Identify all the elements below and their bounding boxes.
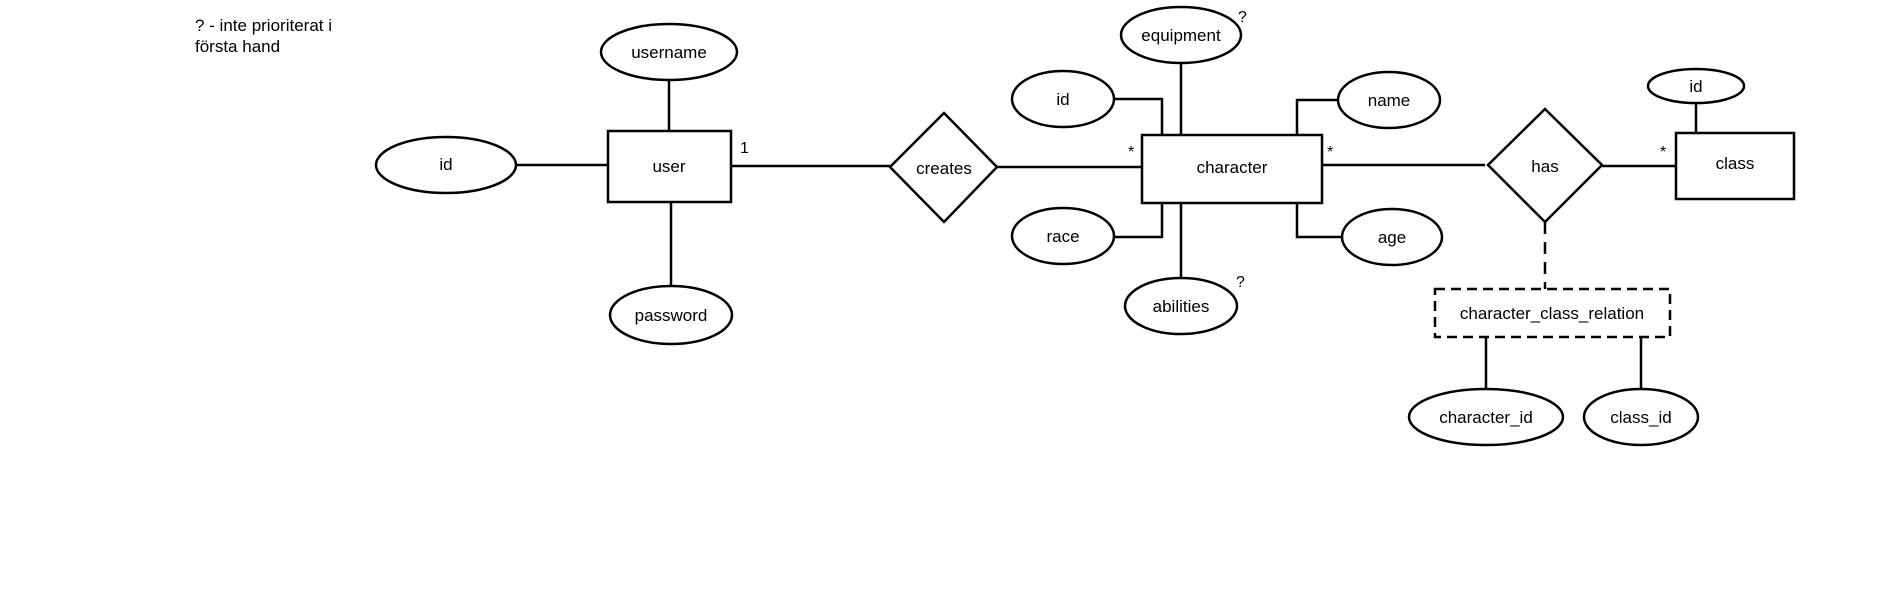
connector-character-race — [1114, 203, 1164, 239]
cardinality-creates-character: * — [1128, 144, 1134, 161]
legend-note: ? - inte prioriterat i första hand — [195, 15, 332, 57]
connector-character-id — [1114, 97, 1164, 135]
optional-mark-abilities: ? — [1236, 274, 1245, 291]
entity-character-class-relation-box — [1433, 287, 1672, 339]
attribute-class-id-ellipse — [1646, 67, 1746, 105]
attribute-character-age-label: age — [1378, 228, 1406, 247]
legend-note-line-1: ? - inte prioriterat i — [195, 16, 332, 35]
attribute-character-age[interactable]: age — [1340, 207, 1444, 267]
attribute-character-abilities-ellipse — [1123, 276, 1239, 336]
attribute-user-password-label: password — [635, 306, 708, 325]
attribute-user-id-ellipse — [374, 135, 518, 195]
connector-character-age — [1295, 203, 1342, 239]
attribute-character-equipment[interactable]: equipment — [1119, 5, 1243, 65]
connectors — [516, 58, 1698, 390]
entity-user-label: user — [652, 157, 685, 176]
attribute-relation-character-id-ellipse — [1407, 387, 1565, 447]
attribute-character-race[interactable]: race — [1010, 206, 1116, 266]
attribute-character-race-label: race — [1046, 227, 1079, 246]
attribute-relation-character-id[interactable]: character_id — [1407, 387, 1565, 447]
attribute-user-username-label: username — [631, 43, 707, 62]
attribute-relation-character-id-label: character_id — [1439, 408, 1533, 427]
attribute-class-id-label: id — [1689, 77, 1702, 96]
relationship-creates-label: creates — [916, 159, 972, 178]
entity-character-class-relation-label: character_class_relation — [1460, 304, 1644, 323]
attribute-relation-class-id-ellipse — [1582, 387, 1700, 447]
attribute-character-id-ellipse — [1010, 69, 1116, 129]
attribute-character-name-ellipse — [1336, 70, 1442, 130]
cardinality-has-class: * — [1660, 144, 1666, 161]
entity-character-box — [1140, 133, 1324, 205]
attribute-character-name[interactable]: name — [1336, 70, 1442, 130]
optional-mark-equipment: ? — [1238, 9, 1247, 26]
relationship-has-diamond — [1486, 107, 1604, 224]
entity-user[interactable]: user — [606, 129, 733, 204]
cardinality-character-has: * — [1327, 144, 1333, 161]
relationship-creates-diamond — [888, 111, 999, 224]
attribute-user-password-ellipse — [608, 284, 734, 346]
entity-character-class-relation[interactable]: character_class_relation — [1433, 287, 1672, 339]
attribute-relation-class-id[interactable]: class_id — [1582, 387, 1700, 447]
attribute-character-age-ellipse — [1340, 207, 1444, 267]
entity-class-label: class — [1716, 154, 1755, 173]
entity-character-label: character — [1197, 158, 1268, 177]
legend-note-line-2: första hand — [195, 37, 281, 56]
attribute-character-equipment-label: equipment — [1141, 26, 1221, 45]
attribute-character-id[interactable]: id — [1010, 69, 1116, 129]
relationship-creates[interactable]: creates — [888, 111, 999, 224]
entity-user-box — [606, 129, 733, 204]
relationship-has-label: has — [1531, 157, 1558, 176]
attribute-character-abilities-label: abilities — [1153, 297, 1210, 316]
entity-character[interactable]: character — [1140, 133, 1324, 205]
attribute-user-password[interactable]: password — [608, 284, 734, 346]
attribute-user-username-ellipse — [599, 22, 739, 82]
connector-character-name-elbow — [1295, 98, 1339, 135]
attribute-character-equipment-ellipse — [1119, 5, 1243, 65]
attribute-user-id[interactable]: id — [374, 135, 518, 195]
entity-class-box — [1674, 131, 1796, 201]
attribute-class-id[interactable]: id — [1646, 67, 1746, 105]
attribute-character-race-ellipse — [1010, 206, 1116, 266]
attribute-relation-class-id-label: class_id — [1610, 408, 1671, 427]
entity-class[interactable]: class — [1674, 131, 1796, 201]
attribute-user-username[interactable]: username — [599, 22, 739, 82]
cardinality-user-creates: 1 — [740, 140, 749, 157]
attribute-user-id-label: id — [439, 155, 452, 174]
attribute-character-name-label: name — [1368, 91, 1411, 110]
relationship-has[interactable]: has — [1486, 107, 1604, 224]
attribute-character-id-label: id — [1056, 90, 1069, 109]
attribute-character-abilities[interactable]: abilities — [1123, 276, 1239, 336]
